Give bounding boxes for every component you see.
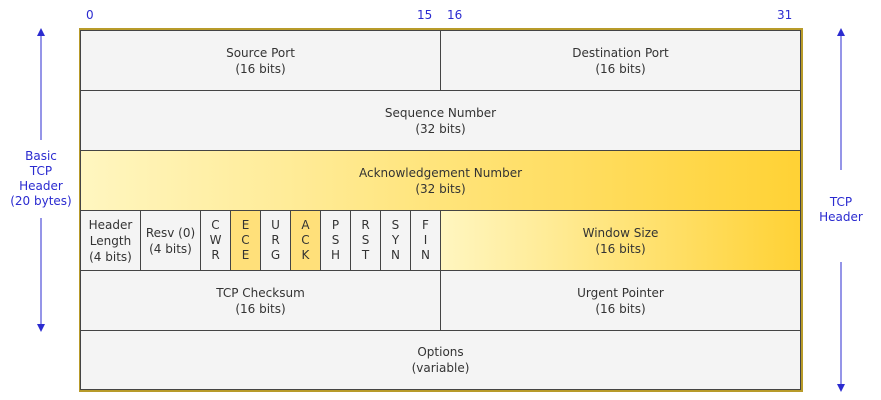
header-length-label-line2: Length (89, 233, 132, 248)
flag-cwr: C W R (200, 210, 231, 271)
flag-letter: A (301, 218, 310, 232)
flag-letter: W (209, 233, 222, 247)
flag-letter: C (211, 218, 220, 232)
bit-number-16: 16 (447, 8, 463, 22)
bit-number-15: 15 (417, 8, 433, 22)
flag-letter: Y (391, 233, 400, 247)
flag-letter: C (301, 233, 310, 247)
window-size-size: (16 bits) (595, 241, 646, 256)
tcp-checksum-size: (16 bits) (235, 301, 286, 316)
left-label-line: Basic (25, 149, 57, 163)
flag-letter: E (241, 218, 250, 232)
flag-letter: G (270, 248, 281, 262)
tcp-checksum-label: TCP Checksum (216, 285, 305, 300)
flag-letter: S (331, 233, 340, 247)
flag-fin: F I N (410, 210, 441, 271)
destination-port-size: (16 bits) (595, 61, 646, 76)
flag-letter: S (361, 233, 370, 247)
window-size-field: Window Size (16 bits) (440, 210, 801, 271)
acknowledgement-number-size: (32 bits) (415, 181, 466, 196)
left-label-line: TCP (29, 164, 53, 178)
left-label-line: Header (19, 179, 63, 193)
flag-ack: A C K (290, 210, 321, 271)
flag-letter: U (271, 218, 280, 232)
source-port-label: Source Port (226, 45, 295, 60)
flag-letter: F (422, 218, 429, 232)
acknowledgement-number-label: Acknowledgement Number (358, 165, 523, 180)
sequence-number-field: Sequence Number (32 bits) (80, 90, 801, 151)
sequence-number-label: Sequence Number (384, 105, 497, 120)
flag-letter: S (391, 218, 400, 232)
flag-letter: R (361, 218, 370, 232)
header-length-label-line1: Header (88, 217, 133, 232)
bit-number-0: 0 (86, 8, 94, 22)
flag-letter: P (331, 218, 340, 232)
destination-port-label: Destination Port (572, 45, 669, 60)
left-label-line: (20 bytes) (10, 194, 72, 208)
reserved-label: Resv (0) (145, 225, 196, 240)
left-header-label: Basic TCP Header (20 bytes) (0, 149, 82, 209)
source-port-size: (16 bits) (235, 61, 286, 76)
flag-urg: U R G (260, 210, 291, 271)
flag-letter: R (211, 248, 220, 262)
urgent-pointer-label: Urgent Pointer (577, 285, 664, 300)
right-label-line: Header (819, 210, 863, 224)
source-port-field: Source Port (16 bits) (80, 30, 441, 91)
header-length-size: (4 bits) (89, 249, 132, 264)
window-size-label: Window Size (582, 225, 659, 240)
bit-number-31: 31 (777, 8, 793, 22)
flag-letter: H (330, 248, 341, 262)
options-field: Options (variable) (80, 330, 801, 390)
right-label-line: TCP (829, 195, 853, 209)
reserved-size: (4 bits) (149, 241, 192, 256)
sequence-number-size: (32 bits) (415, 121, 466, 136)
urgent-pointer-size: (16 bits) (595, 301, 646, 316)
flag-letter: C (241, 233, 250, 247)
flag-letter: T (361, 248, 370, 262)
right-header-label: TCP Header (808, 195, 874, 225)
options-label: Options (417, 345, 464, 359)
flag-rst: R S T (350, 210, 381, 271)
flag-letter: E (241, 248, 250, 262)
flag-letter: R (271, 233, 280, 247)
flag-letter: N (391, 248, 400, 262)
flag-letter: K (301, 248, 310, 262)
urgent-pointer-field: Urgent Pointer (16 bits) (440, 270, 801, 331)
flag-letter: N (421, 248, 430, 262)
flag-letter: I (423, 233, 428, 247)
options-size: (variable) (411, 361, 470, 375)
